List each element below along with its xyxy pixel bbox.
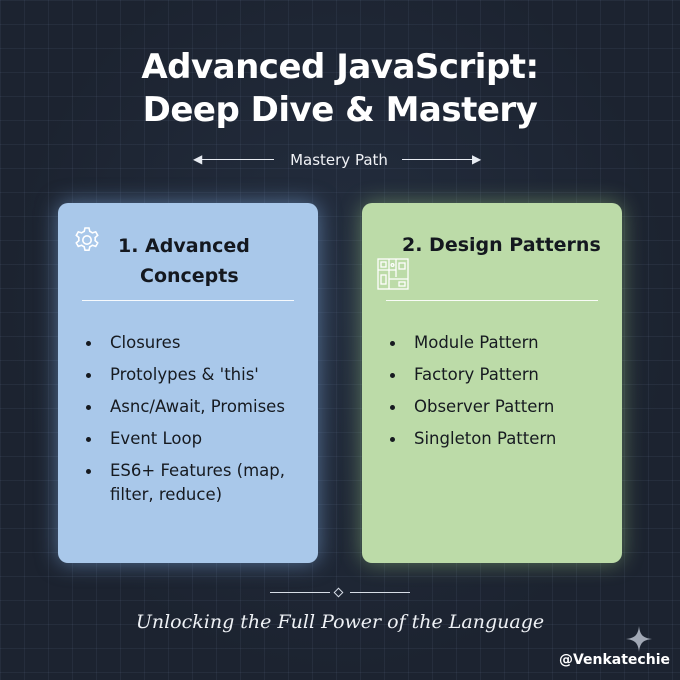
list-item: Event Loop [58,427,310,451]
ornament-divider [0,587,680,598]
list-item: Module Pattern [362,331,614,355]
tagline: Unlocking the Full Power of the Language [135,611,545,633]
arrow-left-icon: ◀ [193,152,203,166]
list-item: Singleton Pattern [362,427,614,451]
mastery-path-label: Mastery Path [290,151,388,169]
title-line-2: Deep Dive & Mastery [142,90,538,130]
heading-line-1: 1. Advanced [118,235,250,257]
heading-line-2: Concepts [140,265,239,287]
arrow-right-icon: ▶ [472,152,482,166]
list-item: Observer Pattern [362,395,614,419]
list-item: Closures [58,331,310,355]
title-line-1: Advanced JavaScript: [141,47,539,87]
path-line-right [402,159,478,160]
card-heading-advanced-concepts: 1. Advanced Concepts [118,231,250,291]
list-item: Asnc/Await, Promises [58,395,310,419]
card-divider [82,300,294,301]
card-heading-design-patterns: 2. Design Patterns [402,234,601,256]
list-item: Factory Pattern [362,363,614,387]
ornament-line-left [270,592,330,593]
sparkle-icon [626,626,652,652]
mastery-path: ◀ Mastery Path ▶ [0,149,680,171]
card-design-patterns: 2. Design Patterns Module Pattern Factor… [362,203,622,563]
card-advanced-concepts: 1. Advanced Concepts Closures Protolypes… [58,203,318,563]
card-divider [386,300,598,301]
concepts-list: Closures Protolypes & 'this' Asnc/Await,… [58,331,310,515]
main-title: Advanced JavaScript: Deep Dive & Mastery [0,46,680,132]
list-item: Protolypes & 'this' [58,363,310,387]
gear-icon [72,225,102,259]
patterns-list: Module Pattern Factory Pattern Observer … [362,331,614,459]
diamond-icon [333,587,344,598]
blueprint-grid-icon [376,257,410,295]
list-item: ES6+ Features (map, filter, reduce) [58,459,310,507]
author-handle: @Venkatechie [558,652,670,668]
path-line-left [198,159,274,160]
ornament-line-right [350,592,410,593]
